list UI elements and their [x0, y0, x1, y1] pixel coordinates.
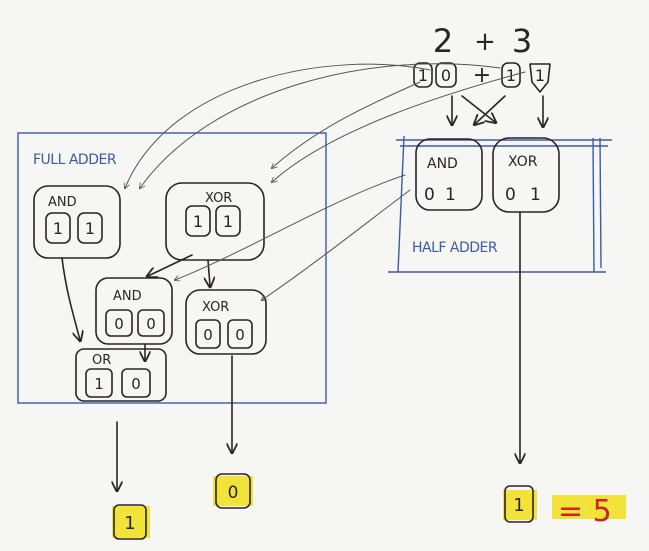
- bit-box-a1: [413, 62, 433, 88]
- half-and-bit-2: 1: [445, 185, 456, 205]
- and-mid-bit-2: 0: [146, 315, 156, 333]
- result-text: = 5: [558, 494, 612, 529]
- bit-b0: 1: [535, 66, 545, 85]
- half-adder-xor-gate: XOR 0 1: [492, 137, 560, 213]
- output-carry-bit: 1: [124, 513, 135, 534]
- full-adder-box: [17, 132, 327, 404]
- xor-mid-bit-2: 0: [235, 326, 245, 344]
- full-adder-title: FULL ADDER: [33, 152, 117, 168]
- full-adder-xor-gate-mid: XOR 0 0: [185, 289, 267, 355]
- half-adder-title: HALF ADDER: [412, 240, 498, 256]
- input-bits-row: 1 0 + 1 1: [413, 62, 551, 93]
- half-xor-bit-1: 0: [505, 185, 516, 205]
- or-label: OR: [92, 353, 111, 368]
- full-adder-xor-gate-top: XOR 1 1: [165, 182, 265, 261]
- output-sum-high-bit: 0: [228, 483, 239, 503]
- half-adder-box: [388, 135, 612, 273]
- half-and-bit-1: 0: [424, 185, 435, 205]
- bit-box-b1: [501, 62, 521, 88]
- bits-plus: +: [473, 63, 491, 88]
- and-top-bit-1: 1: [53, 219, 63, 238]
- equation-plus: +: [474, 27, 496, 57]
- xor-mid-bit-1: 0: [203, 326, 213, 344]
- output-sum-low-bit: 1: [513, 495, 524, 516]
- and-top-label: AND: [48, 195, 77, 210]
- and-top-bit-2: 1: [85, 219, 95, 238]
- result-equals-five: = 5: [552, 494, 626, 529]
- xor-top-bit-1: 1: [193, 212, 203, 231]
- bit-a0: 0: [441, 66, 451, 85]
- equation-left-number: 2: [433, 22, 453, 60]
- xor-mid-label: XOR: [202, 300, 229, 315]
- half-xor-label: XOR: [508, 154, 538, 170]
- bit-a1: 1: [418, 66, 428, 85]
- half-and-label: AND: [427, 156, 458, 172]
- bit-box-a0: [435, 62, 457, 88]
- half-adder-and-gate: AND 0 1: [415, 138, 483, 211]
- half-xor-bit-2: 1: [530, 185, 541, 205]
- or-bit-2: 0: [131, 375, 141, 393]
- bit-box-b0: [529, 63, 551, 93]
- equation-right-number: 3: [512, 22, 532, 60]
- full-adder-or-gate: OR 1 0: [75, 348, 167, 402]
- and-mid-label: AND: [113, 289, 142, 304]
- output-carry: 1: [112, 504, 150, 540]
- full-adder-and-gate-top: AND 1 1: [33, 185, 121, 259]
- output-sum-high: 0: [213, 473, 253, 509]
- full-adder-and-gate-mid: AND 0 0: [95, 277, 173, 345]
- output-sum-low: 1: [503, 485, 537, 523]
- xor-top-label: XOR: [205, 191, 232, 206]
- and-mid-bit-1: 0: [114, 315, 124, 333]
- or-bit-1: 1: [94, 375, 104, 393]
- xor-top-bit-2: 1: [223, 212, 233, 231]
